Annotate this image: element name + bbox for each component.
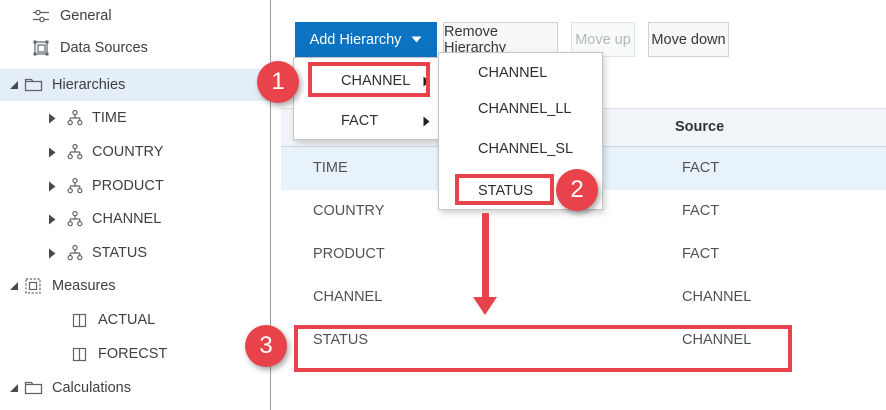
folder-icon <box>22 377 44 399</box>
menu-item-label: FACT <box>341 113 379 129</box>
expanded-triangle-icon[interactable] <box>6 380 22 396</box>
source-cell: FACT <box>682 160 720 176</box>
move-up-label: Move up <box>575 31 631 48</box>
remove-hierarchy-label: Remove Hierarchy <box>444 23 507 56</box>
source-cell: FACT <box>682 246 720 262</box>
source-column-header: Source <box>675 119 725 135</box>
add-hierarchy-button[interactable]: Add Hierarchy <box>295 22 437 57</box>
source-cell: FACT <box>682 203 720 219</box>
add-hierarchy-label: Add Hierarchy <box>309 31 402 48</box>
hierarchy-icon <box>64 242 86 264</box>
collapsed-triangle-icon[interactable] <box>44 178 60 194</box>
table-row-country[interactable]: COUNTRY FACT <box>281 190 886 233</box>
collapsed-triangle-icon[interactable] <box>44 144 60 160</box>
hierarchy-name-cell: CHANNEL <box>313 289 383 305</box>
sidebar-item-hierarchies[interactable]: Hierarchies <box>0 69 271 101</box>
table-row-product[interactable]: PRODUCT FACT <box>281 233 886 276</box>
submenu-item-channel-sl[interactable]: CHANNEL_SL <box>439 131 602 167</box>
sidebar-item-country[interactable]: COUNTRY <box>0 136 271 168</box>
hierarchy-name-cell: PRODUCT <box>313 246 385 262</box>
submenu-item-label: CHANNEL_SL <box>478 141 574 157</box>
sidebar-item-label: TIME <box>92 110 127 126</box>
table-row-channel[interactable]: CHANNEL CHANNEL <box>281 276 886 319</box>
sidebar-item-label: PRODUCT <box>92 178 164 194</box>
submenu-item-channel-ll[interactable]: CHANNEL_LL <box>439 91 602 127</box>
sidebar-item-forecst[interactable]: FORECST <box>0 338 271 370</box>
sidebar-item-label: General <box>60 8 112 24</box>
sidebar-item-time[interactable]: TIME <box>0 102 271 134</box>
move-down-label: Move down <box>651 31 726 48</box>
sidebar-item-measures[interactable]: Measures <box>0 270 271 302</box>
annotation-arrow-head-icon <box>473 297 497 315</box>
menu-item-label: CHANNEL <box>341 73 411 89</box>
expanded-triangle-icon[interactable] <box>6 278 22 294</box>
move-up-button[interactable]: Move up <box>571 22 635 57</box>
sidebar-item-label: Hierarchies <box>52 77 126 93</box>
menu-item-channel[interactable]: CHANNEL <box>294 64 442 98</box>
sidebar-item-actual[interactable]: ACTUAL <box>0 304 271 336</box>
source-cell: CHANNEL <box>682 289 752 305</box>
folder-icon <box>22 74 44 96</box>
sliders-icon <box>30 5 52 27</box>
sidebar-item-calculations[interactable]: Calculations <box>0 372 271 404</box>
add-hierarchy-dropdown-menu: CHANNEL FACT <box>293 57 443 140</box>
hierarchy-name-cell: COUNTRY <box>313 203 385 219</box>
source-cell: CHANNEL <box>682 332 752 348</box>
sidebar-item-label: Measures <box>52 278 116 294</box>
hierarchy-icon <box>64 141 86 163</box>
sidebar-item-product[interactable]: PRODUCT <box>0 170 271 202</box>
submenu-item-label: CHANNEL_LL <box>478 101 572 117</box>
collapsed-triangle-icon[interactable] <box>44 211 60 227</box>
sidebar-item-status[interactable]: STATUS <box>0 237 271 269</box>
sidebar-item-label: Data Sources <box>60 40 148 56</box>
hierarchy-name-cell: STATUS <box>313 332 369 348</box>
hierarchy-icon <box>64 107 86 129</box>
chevron-down-icon <box>411 36 422 43</box>
submenu-arrow-icon <box>423 116 430 127</box>
hierarchy-icon <box>64 175 86 197</box>
table-row-status[interactable]: STATUS CHANNEL <box>281 319 886 362</box>
expanded-triangle-icon[interactable] <box>6 77 22 93</box>
annotation-step-number: 1 <box>271 68 285 95</box>
sidebar-item-label: CHANNEL <box>92 211 162 227</box>
submenu-arrow-icon <box>423 76 430 87</box>
sidebar-item-label: ACTUAL <box>98 312 156 328</box>
move-down-button[interactable]: Move down <box>648 22 729 57</box>
columns-icon <box>68 309 90 331</box>
channel-submenu: CHANNEL CHANNEL_LL CHANNEL_SL STATUS <box>438 52 603 210</box>
sidebar-item-label: Calculations <box>52 380 131 396</box>
annotation-arrow <box>482 213 489 298</box>
columns-icon <box>68 343 90 365</box>
sidebar-item-label: COUNTRY <box>92 144 164 160</box>
sidebar-item-channel[interactable]: CHANNEL <box>0 203 271 235</box>
submenu-item-label: STATUS <box>478 183 534 199</box>
sidebar-item-label: FORECST <box>98 346 168 362</box>
sidebar-tree: General Data Sources Hierarchies <box>0 0 271 410</box>
data-sources-icon <box>30 37 52 59</box>
sidebar-item-label: STATUS <box>92 245 148 261</box>
hierarchy-icon <box>64 208 86 230</box>
submenu-item-channel[interactable]: CHANNEL <box>439 55 602 91</box>
submenu-item-status[interactable]: STATUS <box>439 173 602 209</box>
sidebar-item-data-sources[interactable]: Data Sources <box>0 32 271 64</box>
collapsed-triangle-icon[interactable] <box>44 245 60 261</box>
hierarchy-name-cell: TIME <box>313 160 348 176</box>
sidebar-item-general[interactable]: General <box>0 0 271 32</box>
collapsed-triangle-icon[interactable] <box>44 110 60 126</box>
submenu-item-label: CHANNEL <box>478 65 548 81</box>
measures-icon <box>22 275 44 297</box>
menu-item-fact[interactable]: FACT <box>294 104 442 138</box>
remove-hierarchy-button[interactable]: Remove Hierarchy <box>443 22 558 57</box>
